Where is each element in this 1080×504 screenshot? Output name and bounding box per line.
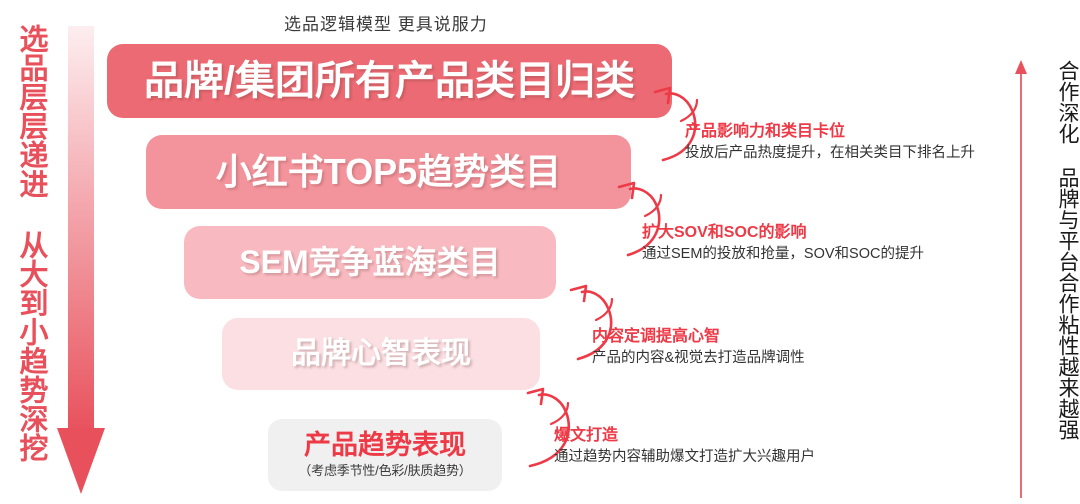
up-arrow-icon: [1010, 58, 1032, 498]
right-vertical-caption: 合作深化 品牌与平台合作粘性越来越强: [1056, 60, 1079, 440]
annotation-1-desc: 投放后产品热度提升，在相关类目下排名上升: [685, 145, 975, 161]
annotation-2: 扩大SOV和SOC的影响 通过SEM的投放和抢量，SOV和SOC的提升: [642, 223, 924, 265]
pyramid-bar-5-label: 产品趋势表现: [304, 429, 466, 460]
pyramid-bar-1[interactable]: 品牌/集团所有产品类目归类: [107, 44, 672, 118]
down-arrow-icon: [57, 26, 105, 496]
page-title: 选品逻辑模型 更具说服力: [284, 15, 488, 34]
pyramid-bar-2-label: 小红书TOP5趋势类目: [215, 151, 562, 193]
annotation-4: 爆文打造 通过趋势内容辅助爆文打造扩大兴趣用户: [554, 426, 815, 468]
annotation-3-desc: 产品的内容&视觉去打造品牌调性: [592, 350, 805, 366]
annotation-1: 产品影响力和类目卡位 投放后产品热度提升，在相关类目下排名上升: [685, 122, 975, 164]
annotation-2-title: 扩大SOV和SOC的影响: [642, 224, 807, 241]
annotation-3: 内容定调提高心智 产品的内容&视觉去打造品牌调性: [592, 327, 805, 369]
pyramid-bar-1-label: 品牌/集团所有产品类目归类: [143, 59, 636, 103]
pyramid-bar-5-sublabel: （考虑季节性/色彩/肤质趋势）: [298, 463, 472, 479]
annotation-4-title: 爆文打造: [554, 427, 619, 444]
pyramid-bar-4[interactable]: 品牌心智表现: [222, 318, 540, 390]
pyramid-bar-2[interactable]: 小红书TOP5趋势类目: [146, 135, 631, 209]
annotation-1-title: 产品影响力和类目卡位: [685, 123, 846, 140]
pyramid-bar-4-label: 品牌心智表现: [291, 337, 471, 371]
left-vertical-caption: 选品层层递进 从大到小趋势深挖: [15, 24, 47, 462]
pyramid-bar-5[interactable]: 产品趋势表现 （考虑季节性/色彩/肤质趋势）: [268, 419, 502, 491]
pyramid-bar-3-label: SEM竞争蓝海类目: [239, 243, 501, 280]
pyramid-bar-3[interactable]: SEM竞争蓝海类目: [184, 226, 556, 299]
annotation-3-title: 内容定调提高心智: [592, 328, 721, 345]
annotation-4-desc: 通过趋势内容辅助爆文打造扩大兴趣用户: [554, 449, 815, 465]
annotation-2-desc: 通过SEM的投放和抢量，SOV和SOC的提升: [642, 246, 924, 262]
